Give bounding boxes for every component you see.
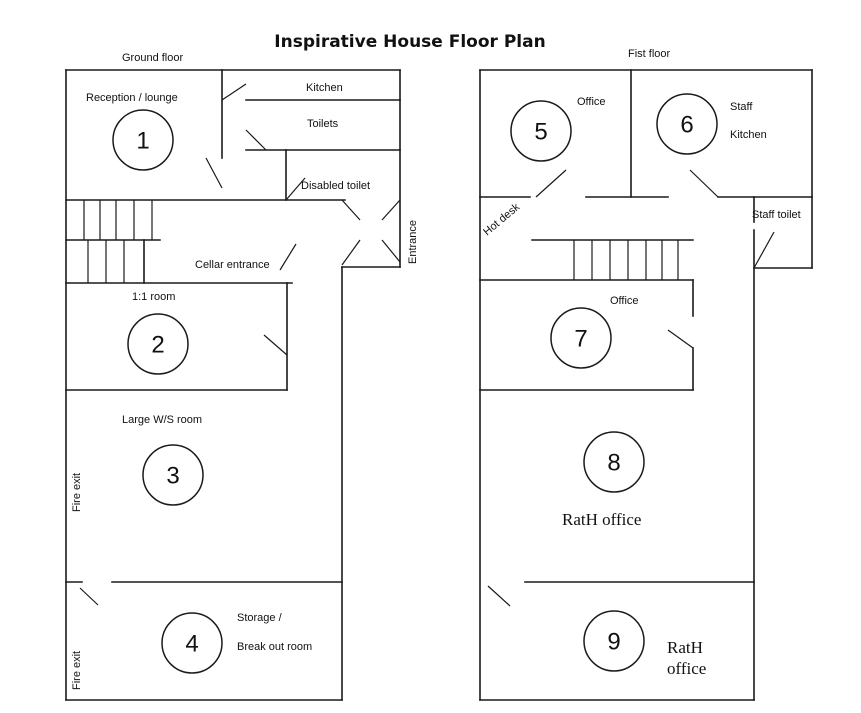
office-5-label: Office	[577, 96, 606, 108]
room-marker-6: 6	[656, 93, 718, 155]
staff-toilet-label: Staff toilet	[752, 209, 801, 221]
kitchen-label: Kitchen	[306, 82, 343, 94]
room-marker-1: 1	[112, 109, 174, 171]
reception-label: Reception / lounge	[86, 92, 178, 104]
room-marker-5: 5	[510, 100, 572, 162]
room-marker-9: 9	[583, 610, 645, 672]
svg-text:9: 9	[607, 629, 620, 656]
svg-text:7: 7	[574, 326, 587, 353]
fire-exit-label-lower: Fire exit	[71, 651, 83, 690]
rath-office-9-label-line2: office	[667, 659, 706, 678]
first-floor-walls	[479, 69, 813, 701]
one-to-one-room-label: 1:1 room	[132, 291, 175, 303]
rath-office-8-label: RatH office	[562, 510, 641, 529]
svg-text:1: 1	[136, 128, 149, 155]
svg-text:4: 4	[185, 631, 198, 658]
cellar-entrance-label: Cellar entrance	[195, 259, 270, 271]
toilets-label: Toilets	[307, 118, 339, 130]
hot-desk-label: Hot desk	[481, 201, 522, 238]
disabled-toilet-label: Disabled toilet	[301, 180, 370, 192]
large-ws-room-label: Large W/S room	[122, 414, 202, 426]
entrance-label: Entrance	[407, 220, 419, 264]
office-7-label: Office	[610, 295, 639, 307]
svg-text:3: 3	[166, 463, 179, 490]
storage-label: Storage /	[237, 612, 283, 624]
svg-text:5: 5	[534, 119, 547, 146]
svg-text:6: 6	[680, 112, 693, 139]
room-marker-7: 7	[550, 307, 612, 369]
svg-text:2: 2	[151, 332, 164, 359]
ground-floor-walls	[65, 69, 401, 701]
room-marker-8: 8	[583, 431, 645, 493]
staff-label: Staff	[730, 101, 753, 113]
first-floor-heading: Fist floor	[628, 48, 671, 60]
fire-exit-label-upper: Fire exit	[71, 473, 83, 512]
break-out-room-label: Break out room	[237, 641, 312, 653]
ground-floor-heading: Ground floor	[122, 52, 183, 64]
room-marker-4: 4	[161, 612, 223, 674]
room-marker-3: 3	[142, 444, 204, 506]
staff-kitchen-label: Kitchen	[730, 129, 767, 141]
plan-title: Inspirative House Floor Plan	[274, 32, 545, 52]
rath-office-9-label-line1: RatH	[667, 638, 703, 657]
svg-text:8: 8	[607, 450, 620, 477]
room-marker-2: 2	[127, 313, 189, 375]
